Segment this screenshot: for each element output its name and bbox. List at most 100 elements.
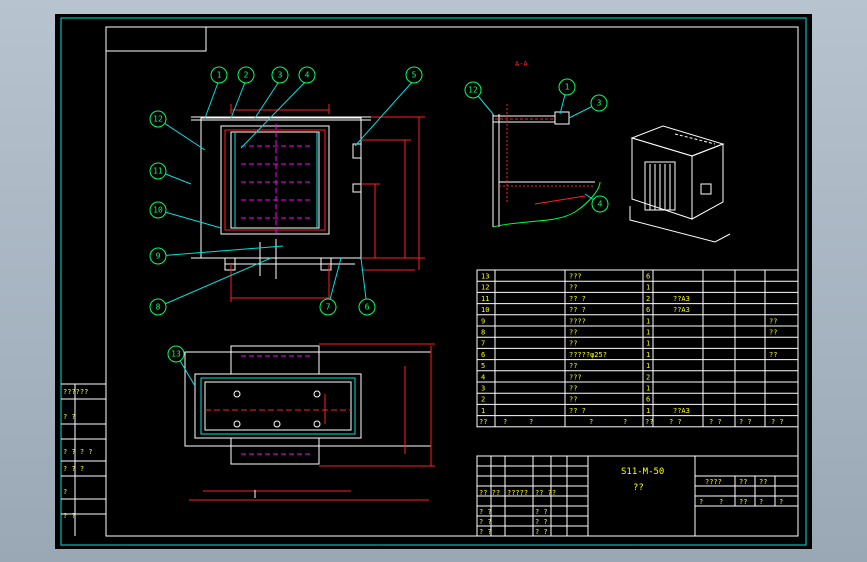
bom-cell-name: ?? ? [569, 407, 586, 415]
bom-cell-qty: 1 [646, 385, 650, 393]
bom-cell-qty: 2 [646, 295, 650, 303]
bom-cell-note: ?? [769, 351, 777, 359]
bom-cell-no: 7 [481, 340, 485, 348]
bom-cell-no: 13 [481, 273, 489, 281]
bom-header-cell: ? ? [771, 418, 784, 426]
tb-cell: ?? [739, 478, 747, 486]
balloon-label: 10 [153, 206, 163, 215]
bom-header-cell: ? [503, 418, 507, 426]
bom-cell-no: 3 [481, 385, 485, 393]
bom-cell-name: ?? [569, 284, 577, 292]
left-strip-text: ? ? ? [63, 465, 84, 473]
part-balloons: 1 2 3 4 5 12 11 10 9 8 7 6 12 1 3 4 13 [149, 66, 609, 363]
tb-cell: ? ? [479, 528, 492, 536]
tb-cell: ? ? [535, 508, 548, 516]
left-strip-text: ? ? ? ? [63, 448, 93, 456]
bom-header-cell: ?? [479, 418, 487, 426]
tb-cell: ? ? [479, 508, 492, 516]
bom-cell-qty: 6 [646, 306, 650, 314]
bom-header-cell: ? ? [739, 418, 752, 426]
tb-cell: ? [699, 498, 703, 506]
bom-header-cell: ? ? [669, 418, 682, 426]
bom-cell-qty: 6 [646, 273, 650, 281]
left-strip-table: ?????? ? ? ? ? ? ? ? ? ? ? ? ? [61, 383, 106, 536]
bom-cell-name: ?? [569, 396, 577, 404]
section-label: A-A [515, 60, 528, 68]
left-strip-text: ?????? [63, 388, 88, 396]
tb-cell: ? ? [535, 518, 548, 526]
tb-cell: ? [779, 498, 783, 506]
tb-cell: ?? ?? [479, 489, 500, 497]
outer-border [60, 17, 807, 546]
bom-cell-no: 11 [481, 295, 489, 303]
bom-row: 4???2 [481, 373, 650, 381]
tb-cell: ?? ?? [535, 489, 556, 497]
left-strip-text: ? [63, 488, 67, 496]
bom-cell-qty: 6 [646, 396, 650, 404]
bom-row: 8??1?? [481, 329, 777, 337]
bom-row: 7??1 [481, 340, 650, 348]
bom-header-cell: ?? [645, 418, 653, 426]
bom-cell-no: 5 [481, 362, 485, 370]
drawing-title: S11-M-50 [621, 467, 664, 477]
bom-row: 1?? ?1??A3 [481, 407, 690, 415]
drawing-canvas[interactable]: ?????? ? ? ? ? ? ? ? ? ? ? ? ? [55, 14, 812, 549]
bom-cell-qty: 1 [646, 284, 650, 292]
tb-cell: ?? [759, 478, 767, 486]
bom-header-cell: ? [589, 418, 593, 426]
balloon-label: 12 [468, 86, 478, 95]
balloon-label: 5 [412, 71, 417, 80]
balloon-label: 1 [217, 71, 222, 80]
balloon-label: 9 [156, 252, 161, 261]
bom-cell-qty: 1 [646, 351, 650, 359]
top-view [184, 343, 435, 501]
balloon-label: 12 [153, 115, 163, 124]
bom-cell-name: ?? [569, 362, 577, 370]
bom-cell-name: ?? [569, 329, 577, 337]
bom-cell-no: 10 [481, 306, 489, 314]
bom-cell-name: ??? [569, 273, 582, 281]
bom-row: 9????1?? [481, 317, 777, 325]
balloon-label: 11 [153, 167, 163, 176]
bom-cell-qty: 1 [646, 340, 650, 348]
balloon-label: 3 [597, 99, 602, 108]
bom-cell-qty: 1 [646, 329, 650, 337]
section-view: A-A [492, 60, 601, 228]
bom-header-cell: ? ? [709, 418, 722, 426]
bom-cell-qty: 1 [646, 317, 650, 325]
balloon-label: 4 [305, 71, 310, 80]
bom-cell-mat: ??A3 [673, 306, 690, 314]
bom-cell-no: 4 [481, 373, 485, 381]
tb-cell: ? [759, 498, 763, 506]
bom-cell-name: ???? [569, 317, 586, 325]
bom-row: 5??1 [481, 362, 650, 370]
bom-cell-name: ?? [569, 385, 577, 393]
tb-cell: ? ? [479, 518, 492, 526]
bom-cell-name: ?? ? [569, 295, 586, 303]
bom-row: 6?????φ25?1?? [481, 351, 777, 359]
bom-cell-no: 9 [481, 317, 485, 325]
balloon-label: 3 [278, 71, 283, 80]
balloon-label: 2 [244, 71, 249, 80]
bom-cell-qty: 2 [646, 373, 650, 381]
bom-cell-name: ?????φ25? [569, 351, 607, 359]
bom-row: 11?? ?2??A3 [481, 295, 690, 303]
drawing-subtitle: ?? [633, 483, 644, 493]
leader-lines [157, 79, 601, 387]
bom-row: 10?? ?6??A3 [481, 306, 690, 314]
title-block: S11-M-50 ?? ?? ?? ????? ?? ?? ? ? ? ? ? … [476, 455, 799, 537]
front-view [191, 104, 425, 302]
bom-cell-no: 1 [481, 407, 485, 415]
balloon-label: 6 [365, 303, 370, 312]
tb-cell: ???? [705, 478, 722, 486]
balloon-label: 7 [326, 303, 331, 312]
tb-cell: ?? [739, 498, 747, 506]
bom-cell-qty: 1 [646, 407, 650, 415]
bom-header-cell: ? [529, 418, 533, 426]
bom-row: 12??1 [481, 284, 650, 292]
bom-row: 2??6 [481, 396, 650, 404]
bom-cell-note: ?? [769, 329, 777, 337]
tb-cell: ? [719, 498, 723, 506]
